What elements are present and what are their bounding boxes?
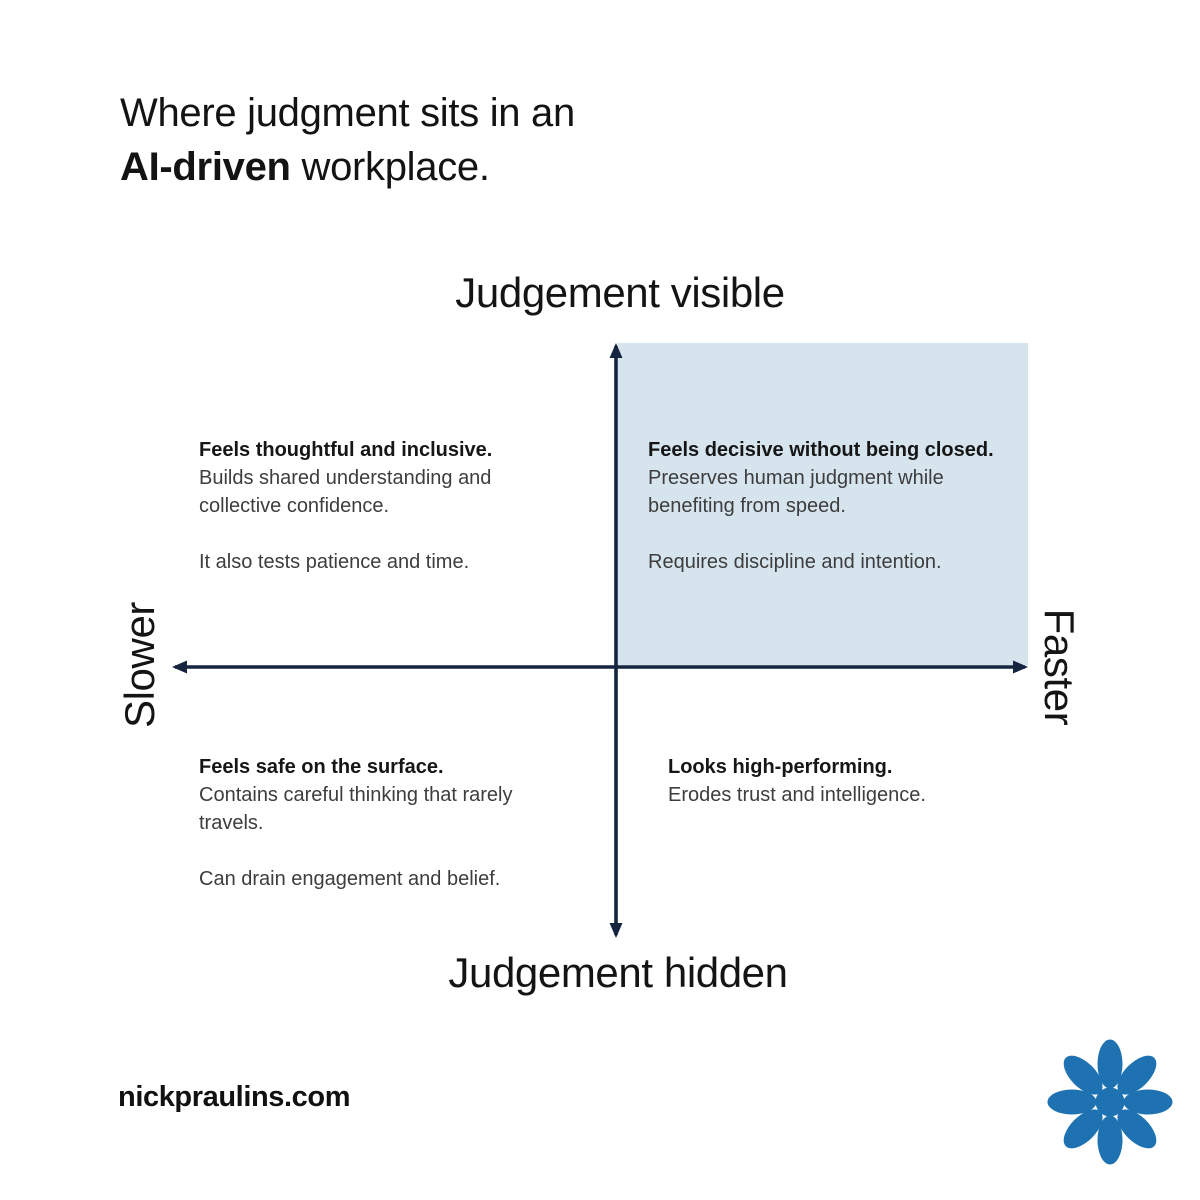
quadrant-body: Builds shared understanding and collecti…	[199, 467, 492, 517]
title-line2-rest: workplace.	[290, 145, 490, 189]
quadrant-note: Requires discipline and intention.	[648, 551, 942, 573]
title-bold-phrase: AI-driven	[120, 145, 291, 189]
quadrant-heading: Feels thoughtful and inclusive.	[199, 439, 493, 461]
quadrant-heading: Feels safe on the surface.	[199, 756, 444, 778]
title-line1: Where judgment sits in an	[120, 91, 575, 135]
quadrant-bottom-right: Looks high-performing. Erodes trust and …	[668, 753, 1008, 809]
quadrant-top-right: Feels decisive without being closed. Pre…	[648, 436, 1010, 576]
quadrant-top-left: Feels thoughtful and inclusive. Builds s…	[199, 436, 544, 576]
quadrant-note: It also tests patience and time.	[199, 551, 470, 573]
highlighted-quadrant-background	[618, 343, 1028, 665]
website-url: nickpraulins.com	[118, 1081, 351, 1113]
quadrant-heading: Looks high-performing.	[668, 756, 893, 778]
page-title: Where judgment sits in an AI-driven work…	[120, 86, 575, 194]
quadrant-heading: Feels decisive without being closed.	[648, 439, 994, 461]
quadrant-note: Can drain engagement and belief.	[199, 868, 501, 890]
quadrant-body: Erodes trust and intelligence.	[668, 784, 926, 806]
quadrant-body: Preserves human judgment while benefitin…	[648, 467, 944, 517]
axis-label-bottom: Judgement hidden	[448, 949, 788, 996]
quadrant-bottom-left: Feels safe on the surface. Contains care…	[199, 753, 561, 893]
axis-label-top: Judgement visible	[455, 269, 785, 316]
axis-label-left: Slower	[116, 602, 163, 728]
quadrant-body: Contains careful thinking that rarely tr…	[199, 784, 513, 834]
axis-lines	[172, 343, 1028, 938]
asterisk-logo-icon	[1047, 1039, 1173, 1165]
axis-label-right: Faster	[1036, 608, 1083, 726]
